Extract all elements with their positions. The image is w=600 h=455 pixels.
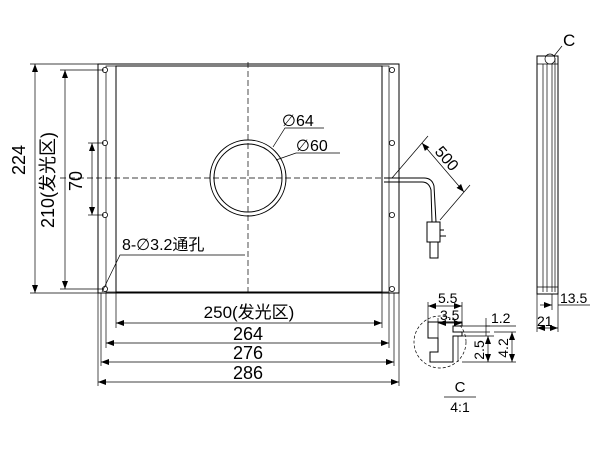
leader-d60 [275,152,340,161]
detail-caption-scale: 4:1 [450,399,470,415]
label-264: 264 [233,324,263,344]
dim-500-line [421,142,465,193]
vertical-dimensions: 224 210(发光区) 70 [9,63,104,294]
front-view: ∅64 ∅60 8-∅3.2通孔 500 [60,62,471,296]
label-276: 276 [233,343,263,363]
label-holes: 8-∅3.2通孔 [122,236,204,254]
mounting-holes [102,67,395,292]
label-70: 70 [66,171,86,191]
side-view: C 13.5 21 [536,31,590,332]
mounting-hole [388,139,395,146]
label-210: 210(发光区) [38,132,58,228]
cable-connector [426,221,441,243]
label-286: 286 [233,363,263,383]
outer-frame [97,63,400,294]
label-c: C [563,31,575,50]
side-outer [536,55,559,295]
label-2-5: 2.5 [471,340,487,360]
detail-c-marker [544,53,556,65]
detail-c-view: 5.5 3.5 1.2 2.5 4.2 C 4:1 [413,290,516,415]
label-d60: ∅60 [296,138,328,155]
label-1-2: 1.2 [491,310,511,326]
leader-d64 [272,127,324,148]
label-d64: ∅64 [282,113,314,130]
label-500: 500 [431,143,461,174]
label-13-5: 13.5 [560,290,587,306]
cable [384,177,446,259]
label-3-5: 3.5 [440,307,460,323]
window-outer-circle [209,139,287,217]
detail-caption-letter: C [455,379,466,396]
label-224: 224 [9,145,29,175]
label-250: 250(发光区) [204,303,295,322]
label-5-5: 5.5 [438,290,458,306]
window-inner-circle [213,143,283,213]
label-21: 21 [537,313,553,329]
panel-edge [105,65,390,293]
detail-circle [413,315,467,369]
leader-holes [101,254,245,293]
dim-500-ext1 [391,135,429,179]
horizontal-dimensions: 250(发光区) 264 276 286 [97,293,400,386]
label-4-2: 4.2 [495,338,511,358]
inner-frame [115,65,383,293]
dim-500-ext2 [439,184,471,221]
mounting-hole [388,211,395,218]
mounting-hole [388,285,395,292]
mounting-hole [388,67,395,74]
